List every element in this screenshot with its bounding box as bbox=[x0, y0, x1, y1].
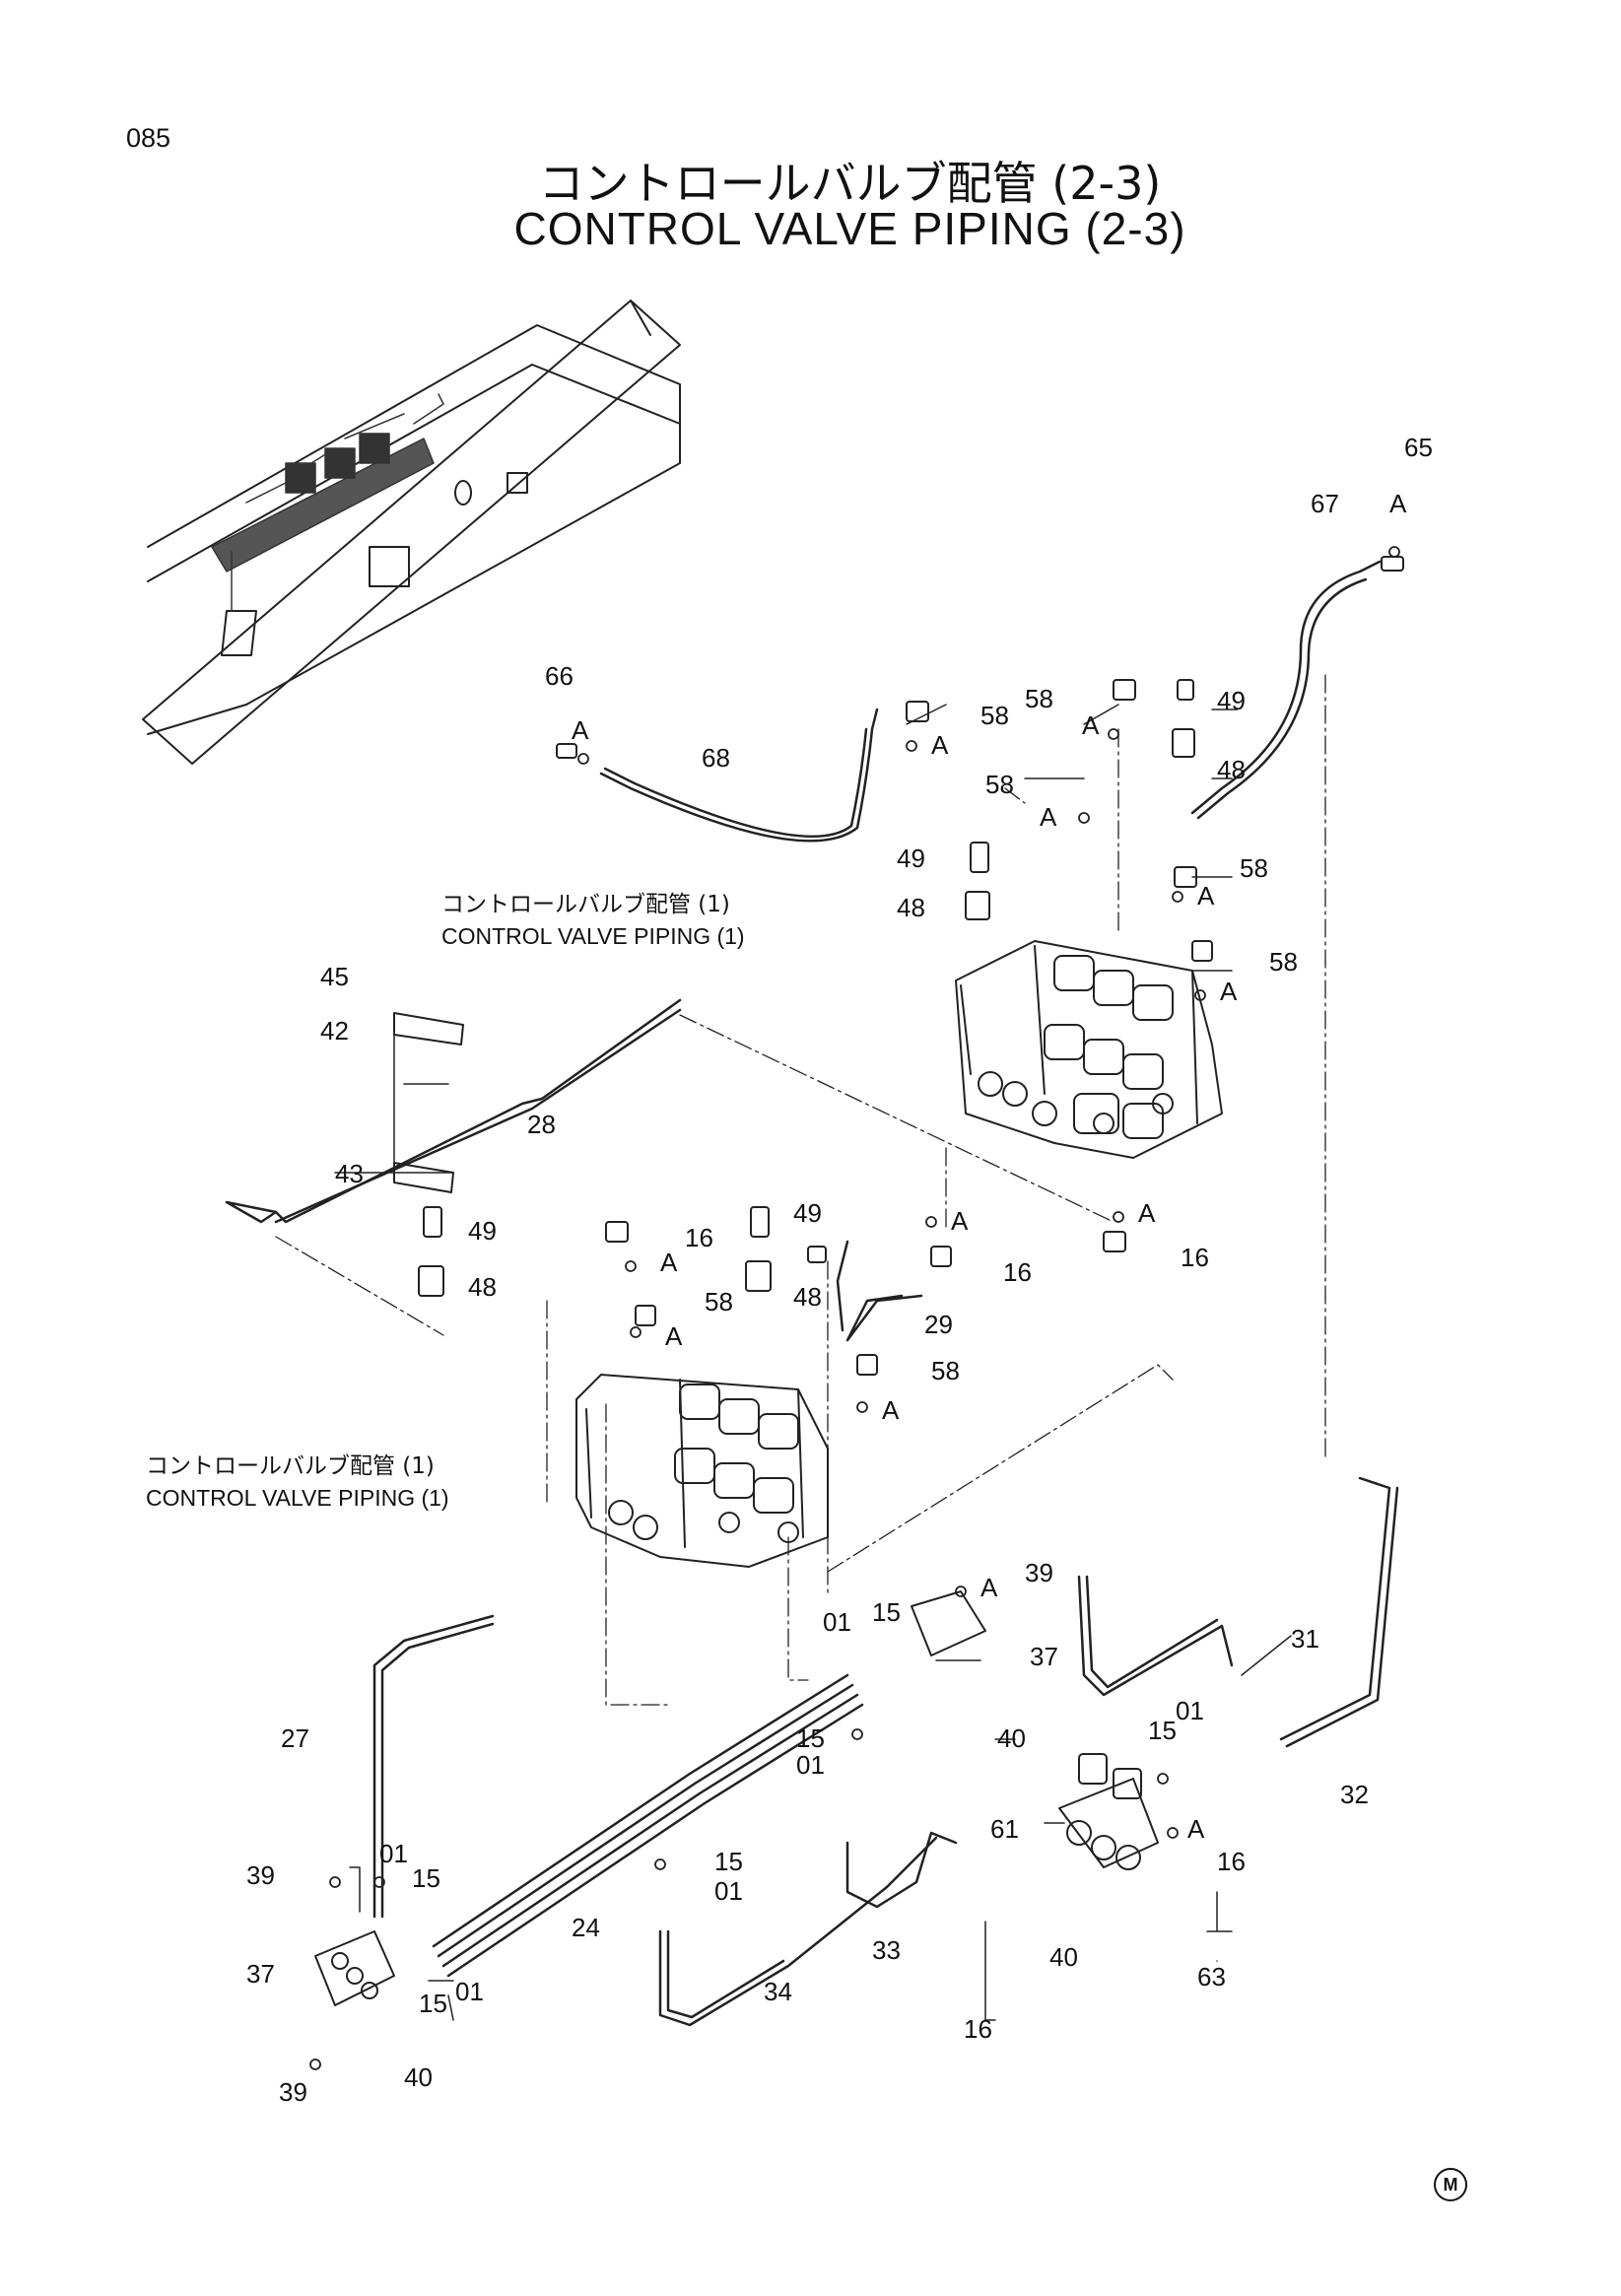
page-title-japanese: コントロールバルブ配管 (2-3) bbox=[538, 157, 1162, 210]
leader-lines bbox=[334, 704, 1292, 2021]
callout-15-b: 15 bbox=[796, 1723, 825, 1753]
callout-34: 34 bbox=[764, 1977, 792, 2006]
callout-49-a: 49 bbox=[1217, 686, 1246, 715]
callout-42: 42 bbox=[320, 1016, 349, 1046]
callout-61: 61 bbox=[990, 1814, 1019, 1844]
callout-15-d: 15 bbox=[412, 1863, 440, 1893]
callout-39-b: 39 bbox=[246, 1860, 275, 1890]
callout-33: 33 bbox=[872, 1935, 901, 1965]
callout-49-c: 49 bbox=[468, 1216, 497, 1246]
callout-01-c: 01 bbox=[1176, 1696, 1204, 1725]
detail-a-8: A bbox=[660, 1248, 678, 1277]
detail-a-9: A bbox=[665, 1321, 683, 1351]
callout-27: 27 bbox=[281, 1723, 309, 1753]
callout-39-a: 39 bbox=[1025, 1558, 1053, 1587]
callout-58-e: 58 bbox=[1269, 947, 1298, 977]
callout-40-c: 40 bbox=[404, 2062, 433, 2092]
callout-15-e: 15 bbox=[714, 1847, 743, 1876]
detail-a-14: A bbox=[1187, 1814, 1205, 1844]
reference-labels: コントロールバルブ配管 (1) CONTROL VALVE PIPING (1)… bbox=[146, 892, 745, 1511]
callout-01-d: 01 bbox=[379, 1839, 408, 1868]
detail-a-10: A bbox=[951, 1206, 969, 1236]
callout-49-b: 49 bbox=[897, 844, 925, 873]
callout-01-b: 01 bbox=[796, 1750, 825, 1780]
callout-48-c: 48 bbox=[468, 1272, 497, 1302]
reference-label-en-lower: CONTROL VALVE PIPING (1) bbox=[146, 1485, 449, 1511]
detail-a-13: A bbox=[980, 1573, 998, 1602]
callout-65: 65 bbox=[1404, 433, 1433, 462]
callout-68: 68 bbox=[702, 743, 730, 773]
callout-15-a: 15 bbox=[872, 1597, 901, 1627]
detail-a-markers: A A A A A A A A A A A A A A bbox=[572, 489, 1407, 1844]
callout-01-f: 01 bbox=[455, 1977, 484, 2006]
callout-40-b: 40 bbox=[1049, 1942, 1078, 1972]
callout-58-c: 58 bbox=[985, 770, 1014, 799]
reference-label-en-upper: CONTROL VALVE PIPING (1) bbox=[441, 923, 745, 949]
callout-32: 32 bbox=[1340, 1780, 1369, 1809]
page-title-english: CONTROL VALVE PIPING (2-3) bbox=[513, 203, 1186, 254]
reference-label-jp-upper: コントロールバルブ配管 (1) bbox=[441, 892, 730, 917]
detail-a-5: A bbox=[1040, 802, 1057, 832]
callout-48-a: 48 bbox=[1217, 755, 1246, 784]
callout-43: 43 bbox=[335, 1159, 364, 1188]
callout-66: 66 bbox=[545, 661, 574, 691]
callout-29: 29 bbox=[924, 1310, 953, 1339]
callout-58-b: 58 bbox=[1025, 684, 1053, 713]
o-rings bbox=[309, 546, 1400, 2070]
control-valve-lower bbox=[575, 1374, 829, 1568]
callout-67: 67 bbox=[1311, 489, 1339, 518]
callout-49-d: 49 bbox=[793, 1198, 822, 1228]
callout-48-b: 48 bbox=[897, 893, 925, 922]
detail-a-2: A bbox=[572, 715, 589, 745]
callout-16-d: 16 bbox=[1217, 1847, 1246, 1876]
dash-dot-lines bbox=[275, 674, 1326, 1706]
callout-63: 63 bbox=[1197, 1962, 1226, 1992]
callout-48-d: 48 bbox=[793, 1282, 822, 1312]
manifold-blocks bbox=[314, 1012, 1159, 2006]
callout-31: 31 bbox=[1291, 1624, 1319, 1654]
callout-39-c: 39 bbox=[279, 2077, 307, 2107]
callout-58-g: 58 bbox=[931, 1356, 960, 1385]
part-callouts: 65 67 66 68 58 58 49 48 58 58 58 49 48 4… bbox=[246, 433, 1433, 2107]
callout-58-a: 58 bbox=[980, 701, 1009, 730]
callout-16-b: 16 bbox=[1003, 1257, 1032, 1287]
callout-58-f: 58 bbox=[705, 1287, 733, 1317]
corner-mark: M bbox=[1434, 2168, 1467, 2201]
callout-16-a: 16 bbox=[685, 1223, 713, 1252]
callout-24: 24 bbox=[572, 1913, 600, 1942]
detail-a-6: A bbox=[1197, 881, 1215, 911]
callout-40-a: 40 bbox=[997, 1723, 1026, 1753]
page-number: 085 bbox=[126, 123, 171, 153]
callout-37-a: 37 bbox=[1030, 1642, 1058, 1671]
detail-a-11: A bbox=[1138, 1198, 1156, 1228]
callout-01-a: 01 bbox=[823, 1607, 851, 1637]
callout-28: 28 bbox=[527, 1110, 556, 1139]
callout-58-d: 58 bbox=[1240, 853, 1268, 883]
detail-a-7: A bbox=[1220, 977, 1238, 1006]
machine-frame-inset bbox=[142, 300, 681, 765]
callout-16-c: 16 bbox=[1181, 1243, 1209, 1272]
detail-a-12: A bbox=[882, 1395, 900, 1425]
pipes-and-hoses bbox=[225, 560, 1399, 2027]
detail-a-1: A bbox=[1389, 489, 1407, 518]
fittings bbox=[418, 556, 1404, 1376]
control-valve-upper bbox=[955, 940, 1223, 1159]
callout-15-f: 15 bbox=[419, 1989, 447, 2018]
callout-45: 45 bbox=[320, 962, 349, 991]
callout-16-e: 16 bbox=[964, 2014, 992, 2044]
callout-37-b: 37 bbox=[246, 1959, 275, 1989]
callout-15-c: 15 bbox=[1148, 1716, 1177, 1745]
detail-a-3: A bbox=[931, 730, 949, 760]
reference-label-jp-lower: コントロールバルブ配管 (1) bbox=[146, 1453, 435, 1479]
callout-01-e: 01 bbox=[714, 1876, 743, 1906]
detail-a-4: A bbox=[1082, 710, 1100, 740]
